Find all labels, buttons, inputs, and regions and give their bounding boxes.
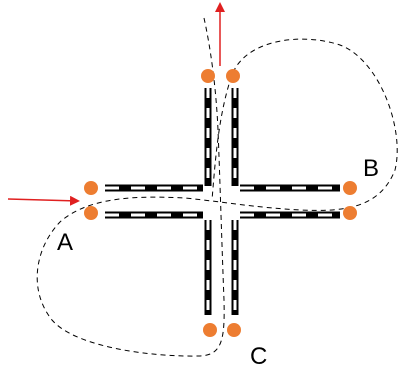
dashed-path [36,17,398,357]
label-a: A [57,229,73,256]
dashed-loop-path [36,17,398,357]
endpoint-dot-left-top [84,181,98,195]
endpoint-dot-bottom-left [203,323,217,337]
endpoint-dot-top-right [226,69,240,83]
label-c: C [250,343,267,368]
endpoint-dot-bottom-right [227,323,241,337]
direction-arrows [7,2,225,206]
label-b: B [363,155,379,182]
endpoint-dots [84,69,357,337]
node-labels: A B C [57,155,379,368]
entry-arrow [7,195,80,206]
endpoint-dot-top-left [201,69,215,83]
track-rails [105,88,340,315]
endpoint-dot-right-top [343,181,357,195]
endpoint-dot-left-bottom [84,206,98,220]
endpoint-dot-right-bottom [343,206,357,220]
